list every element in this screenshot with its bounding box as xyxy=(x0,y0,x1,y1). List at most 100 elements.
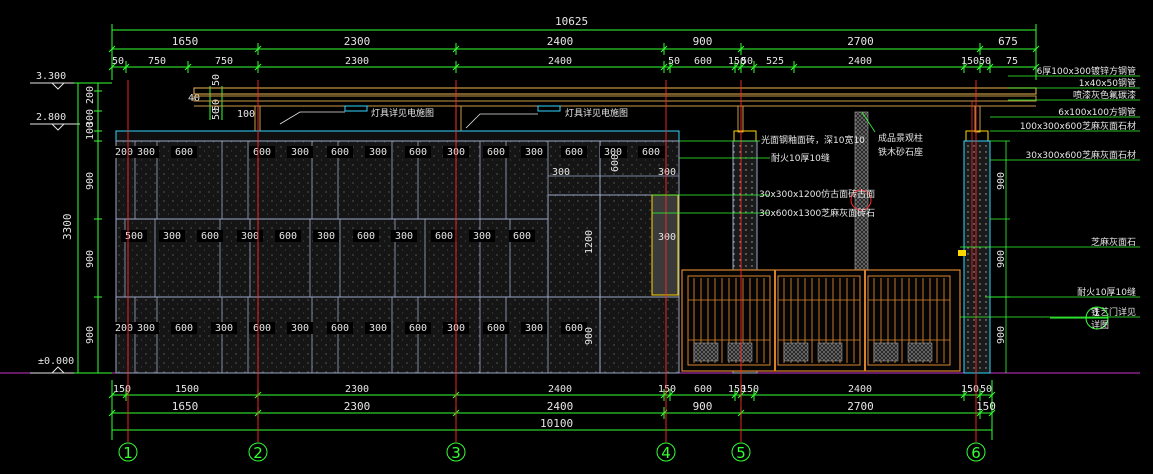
dim-text: 1650 xyxy=(172,35,199,48)
dim-text: 600 xyxy=(409,147,427,158)
dim-text: 200 xyxy=(115,323,133,334)
dim-text: 600 xyxy=(513,231,531,242)
dim-text: 2400 xyxy=(848,384,872,395)
leader-lines xyxy=(652,111,876,214)
dim-text: 2400 xyxy=(548,56,572,67)
material-callout: 6x100x100方钢管 xyxy=(1058,106,1136,118)
dim-text: 900 xyxy=(996,250,1007,268)
dim-text: 300 xyxy=(369,147,387,158)
dim-text: 2400 xyxy=(547,400,574,413)
dim-text: 900 xyxy=(85,172,96,190)
dim-text: 600 xyxy=(642,147,660,158)
dim-text: 600 xyxy=(610,154,621,172)
stone-wall xyxy=(115,130,680,374)
dim-text: 900 xyxy=(693,400,713,413)
dim-text: 600 xyxy=(487,147,505,158)
dim-text: 600 xyxy=(331,323,349,334)
dim-text: 50 xyxy=(211,74,222,86)
dim-text: 675 xyxy=(998,35,1018,48)
material-callout: 30x300x1200仿古面砖古面 xyxy=(759,188,875,200)
dim-text: 150 xyxy=(961,384,979,395)
dim-text: 750 xyxy=(215,56,233,67)
dim-text: 300 xyxy=(552,167,570,178)
dim-text: 2300 xyxy=(344,35,371,48)
level-label: ±0.000 xyxy=(38,356,74,367)
top-dimensions xyxy=(111,24,1037,80)
level-label: 2.800 xyxy=(36,112,66,123)
detail-sub: 详图 xyxy=(1091,319,1109,331)
iron-gate xyxy=(681,269,961,372)
dim-text: 50 xyxy=(112,56,124,67)
lamp-label: 灯具详见电施图 xyxy=(371,107,434,119)
detail-number: 1 xyxy=(1093,306,1100,319)
detail-reference-bubble: 1 详图 xyxy=(1050,306,1109,331)
dim-text: 1500 xyxy=(175,384,199,395)
dim-text: 300 xyxy=(658,232,676,243)
dim-text: 300 xyxy=(137,323,155,334)
right-col-dims xyxy=(990,140,1010,373)
dim-text: 50 xyxy=(979,56,991,67)
dim-text: 150 xyxy=(728,384,746,395)
dim-text: 2300 xyxy=(345,56,369,67)
left-dimensions xyxy=(74,82,223,374)
dim-overall-width: 10625 xyxy=(555,15,588,28)
material-callout: 耐火10厚10缝 xyxy=(771,152,830,164)
dim-text: 300 xyxy=(369,323,387,334)
material-callout: 芝麻灰面石 xyxy=(1091,236,1136,248)
lamp-fixture xyxy=(279,105,368,125)
dim-text: 600 xyxy=(279,231,297,242)
material-callout: 30x300x600芝麻灰面石材 xyxy=(1026,149,1136,161)
dim-text: 300 xyxy=(525,147,543,158)
dim-text: 50 xyxy=(741,56,753,67)
dim-text: 2400 xyxy=(548,384,572,395)
dim-text: 900 xyxy=(85,250,96,268)
dim-text: 200 xyxy=(85,86,96,104)
dim-text: 600 xyxy=(565,147,583,158)
dim-text: 150 xyxy=(961,56,979,67)
dim-text: 50 xyxy=(668,56,680,67)
material-callout: 1x40x50钢管 xyxy=(1079,77,1136,89)
dim-text: 50 xyxy=(980,384,992,395)
lamp-fixture xyxy=(465,105,561,129)
dim-text: 2400 xyxy=(848,56,872,67)
dim-text: 900 xyxy=(584,327,595,345)
dim-text: 300 xyxy=(658,167,676,178)
pergola-beam xyxy=(193,87,1037,133)
dim-text: 2300 xyxy=(344,400,371,413)
dim-text: 100 xyxy=(85,122,96,140)
material-callouts: 6厚100x300镀锌方钢管1x40x50钢管喷漆灰色氟碳漆6x100x100方… xyxy=(960,65,1140,318)
material-callout: 喷漆灰色氟碳漆 xyxy=(1073,89,1136,101)
dim-text: 150 xyxy=(113,384,131,395)
dim-text: 750 xyxy=(148,56,166,67)
axis-label: 3 xyxy=(451,444,461,462)
dim-text: 300 xyxy=(215,323,233,334)
level-marker-top: 3.300 xyxy=(30,71,80,90)
dim-text: 600 xyxy=(435,231,453,242)
pillar-right xyxy=(958,101,991,374)
level-label: 3.300 xyxy=(36,71,66,82)
dim-text: 600 xyxy=(175,147,193,158)
dim-text: 50 xyxy=(211,99,222,111)
axis-label: 1 xyxy=(123,444,133,462)
axis-label: 6 xyxy=(971,444,981,462)
dim-text: 900 xyxy=(996,172,1007,190)
dim-text: 1200 xyxy=(584,230,595,254)
dim-text: 600 xyxy=(357,231,375,242)
dim-text: 50 xyxy=(211,108,222,120)
dim-text: 1650 xyxy=(172,400,199,413)
lamp-label: 灯具详见电施图 xyxy=(565,107,628,119)
material-callout: 光面钢釉面砖，深10宽10 xyxy=(761,134,865,146)
dim-text: 600 xyxy=(253,147,271,158)
dim-text: 2700 xyxy=(847,400,874,413)
dim-text: 600 xyxy=(253,323,271,334)
dim-text: 300 xyxy=(291,147,309,158)
dim-text: 300 xyxy=(163,231,181,242)
level-marker-mid: 2.800 xyxy=(30,112,80,131)
material-callout: 成品景观柱 xyxy=(878,132,923,144)
